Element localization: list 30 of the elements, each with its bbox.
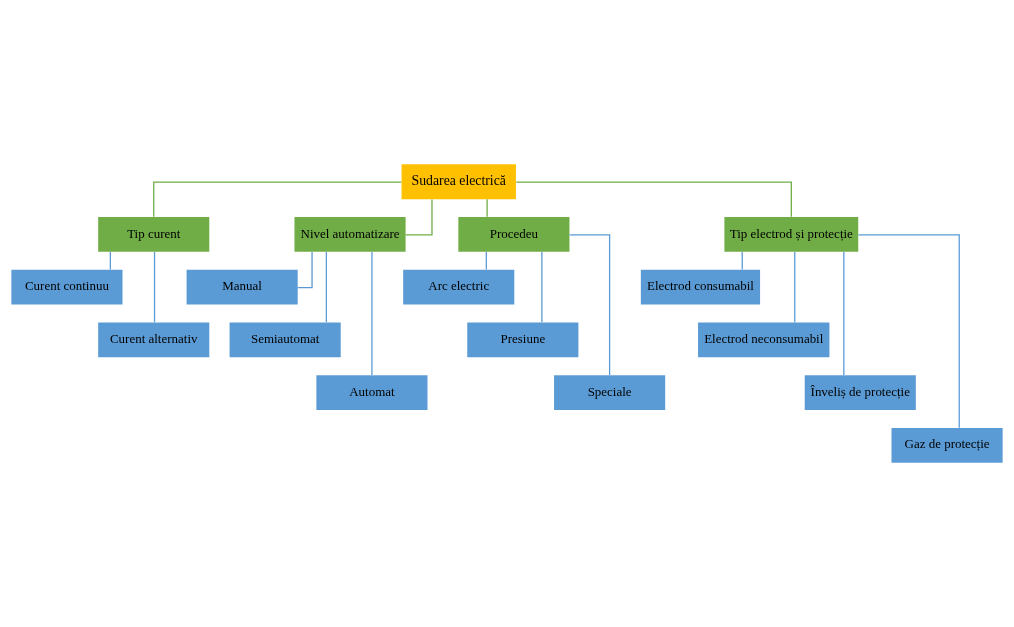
connector [153, 181, 402, 218]
connector [486, 198, 488, 218]
connector [405, 198, 433, 236]
node-box: Tip electrod și protecție [724, 216, 859, 252]
node-box: Automat [316, 375, 428, 411]
node-box: Tip curent [98, 216, 210, 252]
node-box: Manual [186, 269, 298, 305]
connector [297, 251, 313, 289]
node-box: Speciale [554, 375, 666, 411]
node-box: Curent continuu [11, 269, 123, 305]
connector [794, 251, 796, 323]
connector [541, 251, 543, 323]
node-box: Electrod neconsumabil [698, 322, 830, 358]
connector [515, 181, 792, 218]
node-box: Sudarea electrică [401, 164, 516, 200]
node-box: Electrod consumabil [640, 269, 761, 305]
node-box: Presiune [467, 322, 579, 358]
connector [843, 251, 845, 376]
node-box: Gaz de protecție [891, 427, 1003, 463]
node-box: Procedeu [458, 216, 570, 252]
connector [153, 251, 156, 323]
connector [568, 234, 611, 376]
node-box: Curent alternativ [98, 322, 210, 358]
node-box: Înveliș de protecție [804, 375, 916, 411]
node-box: Nivel automatizare [294, 216, 406, 252]
connector [857, 234, 960, 429]
connector [325, 251, 328, 323]
connector [371, 251, 373, 376]
node-box: Arc electric [403, 269, 515, 305]
node-box: Semiautomat [229, 322, 341, 358]
